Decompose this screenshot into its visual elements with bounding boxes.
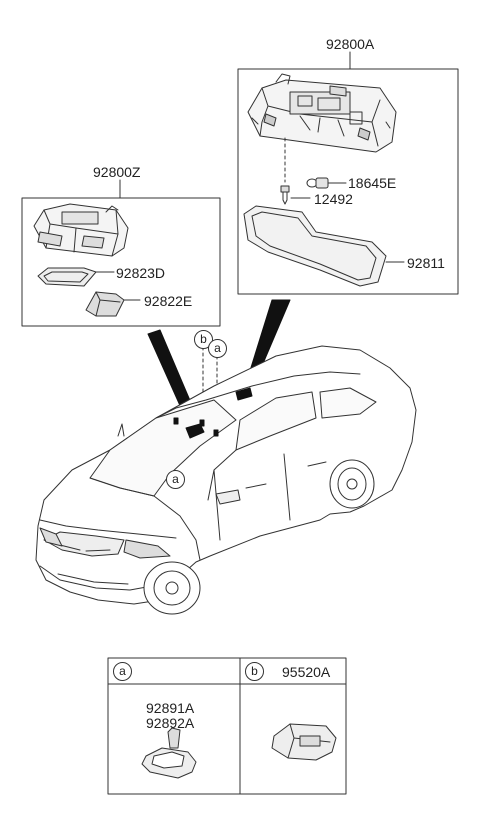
bulb-18645e — [306, 177, 347, 189]
legend-code-95520a: 95520A — [282, 664, 331, 680]
label-92823d: 92823D — [116, 265, 166, 281]
label-18645e: 18645E — [348, 175, 397, 191]
map-lamp-part — [141, 727, 197, 779]
callout-a-upper: a — [208, 339, 227, 358]
lamp-switch-part — [271, 723, 337, 761]
lens-92823d — [37, 267, 115, 287]
label-92800a: 92800A — [326, 36, 375, 52]
legend-code-92891a: 92891A — [146, 700, 195, 716]
screw-12492 — [280, 185, 311, 205]
switch-92822e — [85, 291, 141, 317]
car-illustration — [35, 345, 417, 615]
box-92800a — [237, 68, 459, 295]
label-92811: 92811 — [407, 255, 445, 271]
label-92822e: 92822E — [144, 293, 193, 309]
lens-92811 — [243, 205, 405, 287]
overhead-console-92800a — [247, 73, 397, 153]
box-92800z — [21, 197, 221, 327]
label-92800z: 92800Z — [93, 164, 141, 180]
label-12492: 12492 — [314, 191, 353, 207]
legend-letter-a: a — [113, 662, 132, 681]
legend-code-92892a: 92892A — [146, 715, 195, 731]
legend-table — [107, 657, 347, 795]
legend-letter-b: b — [245, 662, 264, 681]
overhead-console-92800z — [33, 203, 129, 257]
callout-a-lower: a — [166, 470, 185, 489]
